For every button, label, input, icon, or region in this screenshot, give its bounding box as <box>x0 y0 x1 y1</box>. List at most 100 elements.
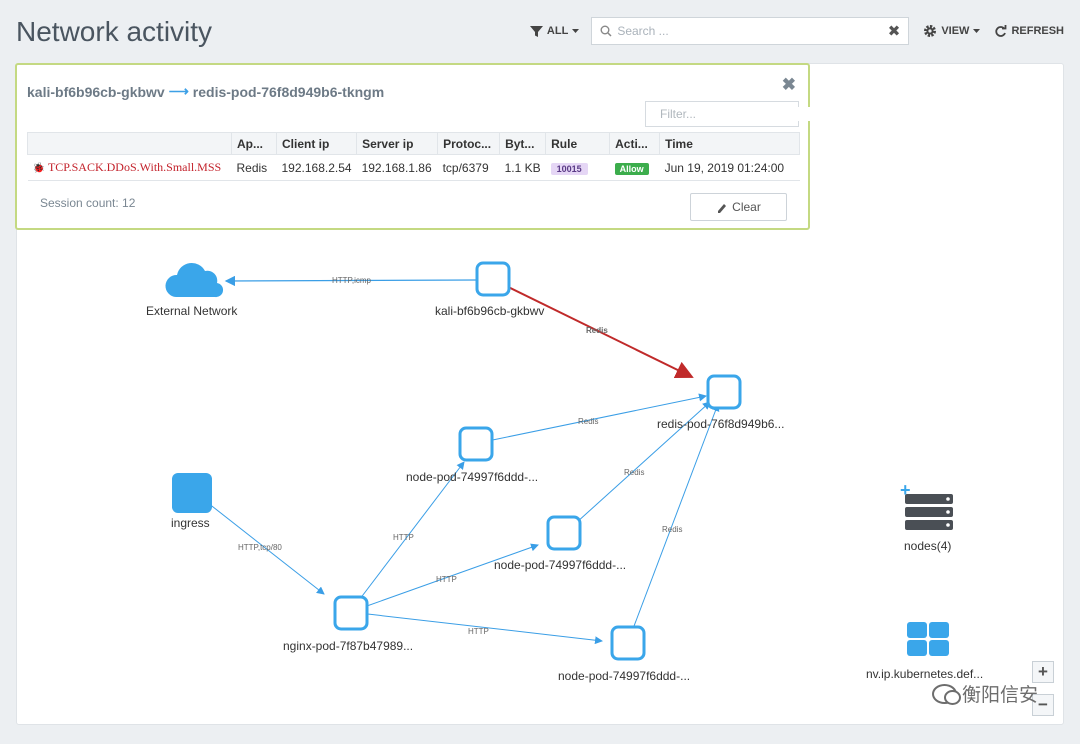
node-redis-pod[interactable]: redis-pod-76f8d949b6... <box>657 374 784 431</box>
page-title: Network activity <box>16 16 213 47</box>
pod-icon <box>610 625 646 661</box>
node-external-network[interactable]: External Network <box>146 262 238 318</box>
edge-nodepod3-redis[interactable]: Redis <box>627 403 720 643</box>
filter-label: ALL <box>546 25 569 37</box>
ingress-icon <box>172 473 212 513</box>
rule-badge[interactable]: 10015 <box>550 162 588 175</box>
column-header[interactable]: Server ip <box>356 132 439 155</box>
column-header[interactable]: Rule <box>545 132 611 155</box>
node-kube-service[interactable]: nv.ip.kubernetes.def... <box>866 622 983 681</box>
clear-button[interactable]: Clear <box>690 193 787 221</box>
edge-label: Redis <box>662 525 682 534</box>
node-label: nodes(4) <box>904 539 951 553</box>
rule-cell: 10015 <box>545 154 610 181</box>
bytes-cell: 1.1 KB <box>499 154 546 181</box>
source-name: kali-bf6b96cb-gkbwv <box>27 83 165 100</box>
destination-name: redis-pod-76f8d949b6-tkngm <box>192 83 385 100</box>
pod-icon <box>706 374 742 410</box>
column-header[interactable]: Time <box>659 132 800 155</box>
node-nodepod-3[interactable]: node-pod-74997f6ddd-... <box>558 625 690 683</box>
table-header: Ap... Client ip Server ip Protoc... Byt.… <box>27 132 800 155</box>
table-row[interactable]: 🐞TCP.SACK.DDoS.With.Small.MSS Redis 192.… <box>27 154 800 181</box>
edge-label: HTTP <box>436 575 457 584</box>
edge-kali-redis[interactable]: Redis <box>493 279 694 379</box>
edge-label: HTTP,icmp <box>332 276 372 285</box>
edge-nginx-nodepod1[interactable]: HTTP <box>349 461 465 613</box>
column-header[interactable]: Protoc... <box>437 132 501 155</box>
node-nginx-pod[interactable]: nginx-pod-7f87b47989... <box>283 595 413 653</box>
node-label: ingress <box>171 516 210 530</box>
node-nodepod-1[interactable]: node-pod-74997f6ddd-... <box>406 426 538 484</box>
node-label: External Network <box>146 304 238 318</box>
bug-icon: 🐞 <box>32 163 45 174</box>
zoom-in-button[interactable]: + <box>1032 661 1054 683</box>
column-header[interactable]: Acti... <box>609 132 661 155</box>
protocol-cell: tcp/6379 <box>437 154 500 181</box>
action-badge: Allow <box>614 162 649 175</box>
eraser-icon <box>718 203 727 213</box>
search-clear-icon[interactable]: ✖ <box>887 23 901 40</box>
server-ip-cell: 192.168.1.86 <box>356 154 438 181</box>
client-ip-cell: 192.168.2.54 <box>276 154 357 181</box>
edge-label: HTTP,tcp/80 <box>238 543 282 552</box>
pod-icon <box>333 595 369 631</box>
action-cell: Allow <box>609 154 660 181</box>
node-kali[interactable]: kali-bf6b96cb-gkbwv <box>435 261 544 318</box>
toolbar: ALL ✖ VIEW REFRESH <box>529 16 1064 46</box>
app-cell: Redis <box>231 154 277 181</box>
node-hosts[interactable]: + nodes(4) <box>900 480 953 553</box>
filter-dropdown[interactable]: ALL <box>529 25 580 38</box>
session-table: Ap... Client ip Server ip Protoc... Byt.… <box>27 132 800 181</box>
edge-nginx-nodepod3[interactable]: HTTP <box>349 611 603 645</box>
node-ingress[interactable]: ingress <box>171 473 212 530</box>
filter-input[interactable] <box>660 107 815 121</box>
column-header-threat <box>27 132 232 155</box>
wechat-icon <box>931 683 961 705</box>
caret-down-icon <box>572 28 580 33</box>
clear-label: Clear <box>732 200 761 214</box>
pod-icon <box>546 515 582 551</box>
close-icon[interactable]: ✖ <box>781 75 796 94</box>
pod-icon <box>475 261 511 297</box>
zoom-out-button[interactable]: − <box>1032 694 1054 716</box>
edge-kali-external[interactable]: HTTP,icmp <box>224 275 477 287</box>
edge-label: HTTP <box>468 627 489 636</box>
funnel-icon <box>529 25 543 37</box>
pod-icon <box>458 426 494 462</box>
edge-nodepod1-redis[interactable]: Redis <box>477 393 707 444</box>
gear-icon <box>924 25 937 37</box>
node-label: node-pod-74997f6ddd-... <box>406 470 538 484</box>
node-label: kali-bf6b96cb-gkbwv <box>435 304 544 318</box>
view-dropdown[interactable]: VIEW <box>923 24 981 38</box>
edge-ingress-nginx[interactable]: HTTP,tcp/80 <box>193 491 325 595</box>
edge-nginx-nodepod2[interactable]: HTTP <box>349 543 539 613</box>
node-nodepod-2[interactable]: node-pod-74997f6ddd-... <box>494 515 626 572</box>
column-header[interactable]: Client ip <box>275 132 358 155</box>
edge-label: Redis <box>578 417 598 426</box>
node-label: node-pod-74997f6ddd-... <box>494 558 626 572</box>
node-label: node-pod-74997f6ddd-... <box>558 669 690 683</box>
edge-label: Redis <box>586 326 608 335</box>
panel-filter <box>645 101 815 127</box>
arrow-right-icon: ⟶ <box>168 83 189 99</box>
edge-nodepod2-redis[interactable]: Redis <box>565 401 711 533</box>
server-stack-icon <box>905 494 953 530</box>
search-box: ✖ <box>591 17 910 45</box>
column-header[interactable]: Byt... <box>499 132 547 155</box>
watermark: 衡阳信安 <box>931 680 1038 707</box>
node-label: nv.ip.kubernetes.def... <box>866 667 983 681</box>
search-icon <box>600 25 612 37</box>
node-label: nginx-pod-7f87b47989... <box>283 639 413 653</box>
refresh-button[interactable]: REFRESH <box>994 24 1064 38</box>
service-grid-icon <box>907 622 949 656</box>
node-label: redis-pod-76f8d949b6... <box>657 417 784 431</box>
caret-down-icon <box>973 28 981 33</box>
column-header[interactable]: Ap... <box>231 132 277 155</box>
time-cell: Jun 19, 2019 01:24:00 <box>659 154 800 181</box>
plus-icon: + <box>900 480 911 500</box>
search-input[interactable] <box>617 24 888 38</box>
cloud-icon <box>165 262 224 298</box>
edge-label: Redis <box>624 468 644 477</box>
session-count: Session count: 12 <box>40 196 136 210</box>
